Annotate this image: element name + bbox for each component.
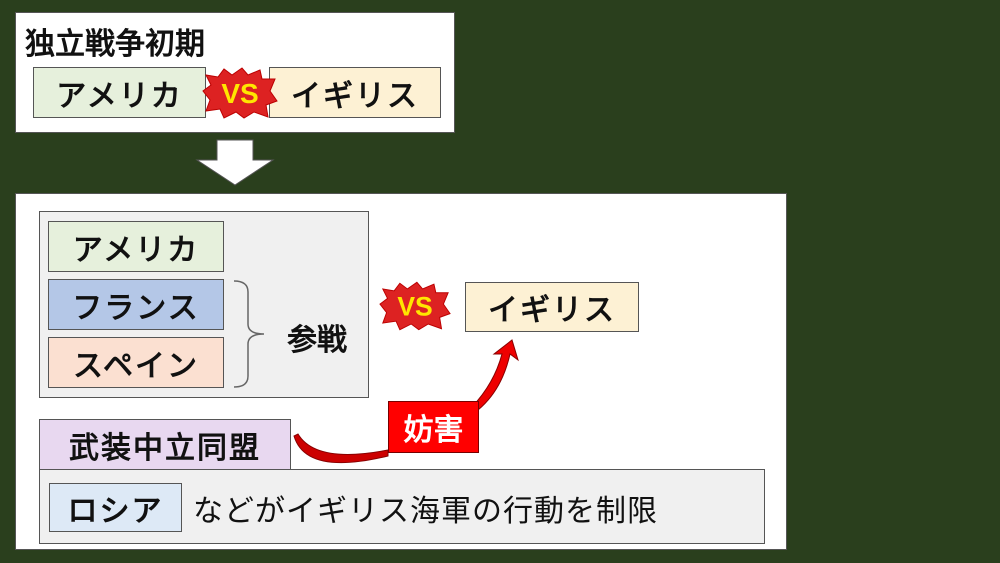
league-description-box: ロシア などがイギリス海軍の行動を制限: [39, 469, 765, 544]
early-war-panel: 独立戦争初期 アメリカ イギリス VS: [15, 12, 455, 133]
ally-spain: スペイン: [48, 337, 224, 388]
russia-box: ロシア: [49, 483, 182, 532]
allies-group: アメリカ フランス スペイン 参戦: [39, 211, 369, 398]
brace-icon: [233, 280, 265, 388]
ally-france: フランス: [48, 279, 224, 330]
war-expansion-panel: アメリカ フランス スペイン 参戦 VS イギリス 妨害 武装中立同盟 ロシア …: [15, 193, 787, 550]
america-box: アメリカ: [33, 67, 206, 118]
vs-burst-icon: VS: [202, 67, 278, 119]
vs-burst-icon: VS: [379, 281, 451, 331]
vs-text: VS: [397, 291, 432, 321]
down-arrow-icon: [195, 139, 275, 186]
enemy-britain-box: イギリス: [465, 282, 639, 332]
ally-america: アメリカ: [48, 221, 224, 272]
panel-title: 独立戦争初期: [25, 27, 205, 62]
join-war-label: 参戦: [287, 323, 347, 358]
curved-arrow-icon: [293, 339, 519, 464]
league-description: などがイギリス海軍の行動を制限: [193, 494, 658, 529]
vs-text: VS: [221, 78, 258, 109]
armed-neutrality-league: 武装中立同盟: [39, 419, 291, 470]
britain-box: イギリス: [269, 67, 441, 118]
obstruct-label: 妨害: [388, 401, 479, 453]
